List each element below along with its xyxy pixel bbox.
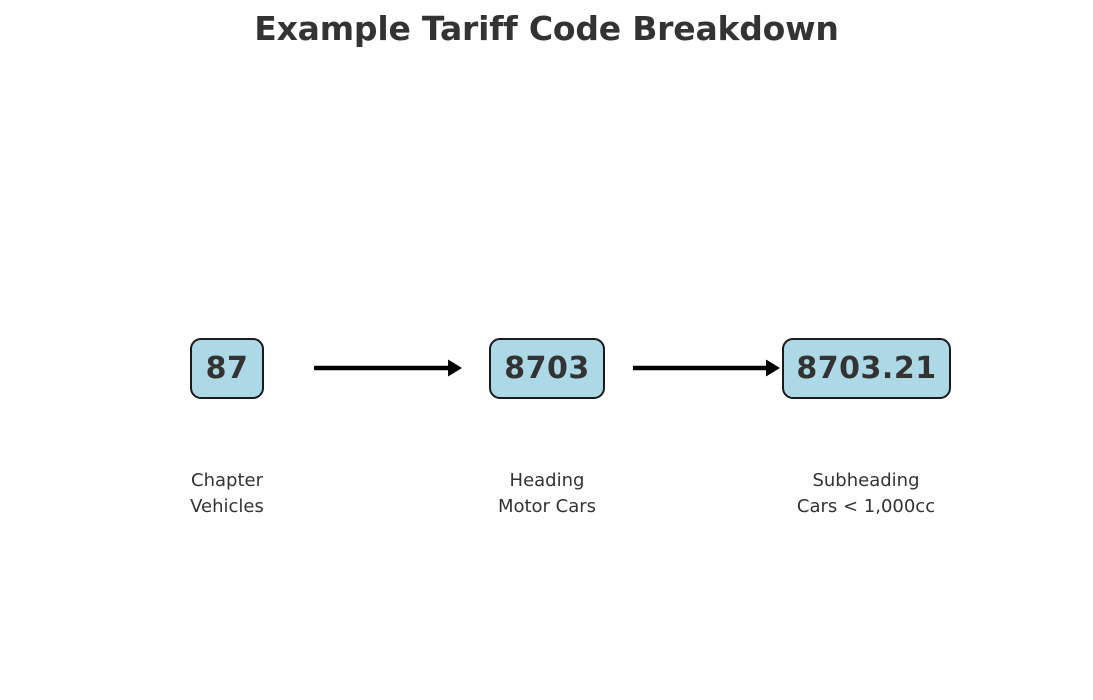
arrow-right-icon-chapter-to-heading xyxy=(314,354,462,382)
caption-chapter-level: Chapter xyxy=(191,470,263,491)
caption-heading-description: Motor Cars xyxy=(497,496,597,517)
node-chapter[interactable]: 87 xyxy=(190,338,264,399)
caption-subheading-level: Subheading xyxy=(812,470,920,491)
caption-heading: Heading Motor Cars xyxy=(417,468,677,520)
caption-subheading-description: Cars < 1,000cc xyxy=(796,496,936,517)
node-subheading[interactable]: 8703.21 xyxy=(782,338,951,399)
arrow-right-icon-heading-to-subheading xyxy=(633,354,780,382)
caption-chapter-description: Vehicles xyxy=(190,496,264,517)
caption-heading-level: Heading xyxy=(509,470,585,491)
node-chapter-code: 87 xyxy=(205,350,249,386)
page-title: Example Tariff Code Breakdown xyxy=(254,9,839,48)
node-subheading-code: 8703.21 xyxy=(796,350,937,386)
node-heading-code: 8703 xyxy=(504,350,590,386)
caption-subheading: Subheading Cars < 1,000cc xyxy=(736,468,996,520)
node-heading[interactable]: 8703 xyxy=(489,338,605,399)
caption-chapter: Chapter Vehicles xyxy=(97,468,357,520)
